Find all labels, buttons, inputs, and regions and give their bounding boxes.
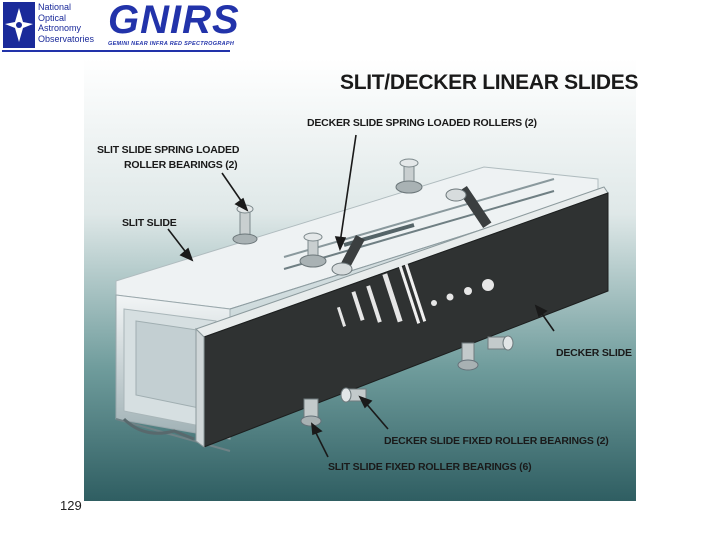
figure-title: SLIT/DECKER LINEAR SLIDES <box>340 71 639 94</box>
figure-graphic <box>84 59 636 501</box>
gnirs-subtitle: GEMINI NEAR INFRA RED SPECTROGRAPH <box>108 41 235 47</box>
label-slit-slide: SLIT SLIDE <box>122 217 177 229</box>
label-slit-spring-line1: SLIT SLIDE SPRING LOADED <box>97 144 240 156</box>
roller-knob-icon <box>299 232 327 268</box>
gnirs-title: GNIRS <box>108 0 240 42</box>
bottom-fixed-bearings <box>300 335 514 427</box>
decker-slide-plate <box>195 186 609 448</box>
noao-line: Observatories <box>38 33 95 44</box>
header-divider <box>2 50 230 52</box>
roller-knob-icon <box>395 158 423 194</box>
roller-arm-icon <box>445 185 492 229</box>
slide-assembly-figure: SLIT/DECKER LINEAR SLIDES DECKER SLIDE S… <box>84 59 639 501</box>
roller-arm-icon <box>331 234 365 276</box>
noao-line: Astronomy <box>38 23 82 33</box>
label-slit-fixed-bearings: SLIT SLIDE FIXED ROLLER BEARINGS (6) <box>328 461 532 473</box>
noao-star-logo-icon <box>3 2 35 48</box>
noao-line: Optical <box>38 12 67 23</box>
label-decker-slide: DECKER SLIDE <box>556 347 632 359</box>
noao-line: National <box>38 2 72 12</box>
label-slit-spring-line2: ROLLER BEARINGS (2) <box>124 159 238 171</box>
page-number: 129 <box>60 498 82 513</box>
top-roller-knobs <box>232 158 492 276</box>
noao-name: National Optical Astronomy Observatories <box>38 2 102 44</box>
label-decker-spring-rollers: DECKER SLIDE SPRING LOADED ROLLERS (2) <box>307 117 537 129</box>
label-decker-fixed-bearings: DECKER SLIDE FIXED ROLLER BEARINGS (2) <box>384 435 609 447</box>
leader-lines <box>167 134 555 458</box>
